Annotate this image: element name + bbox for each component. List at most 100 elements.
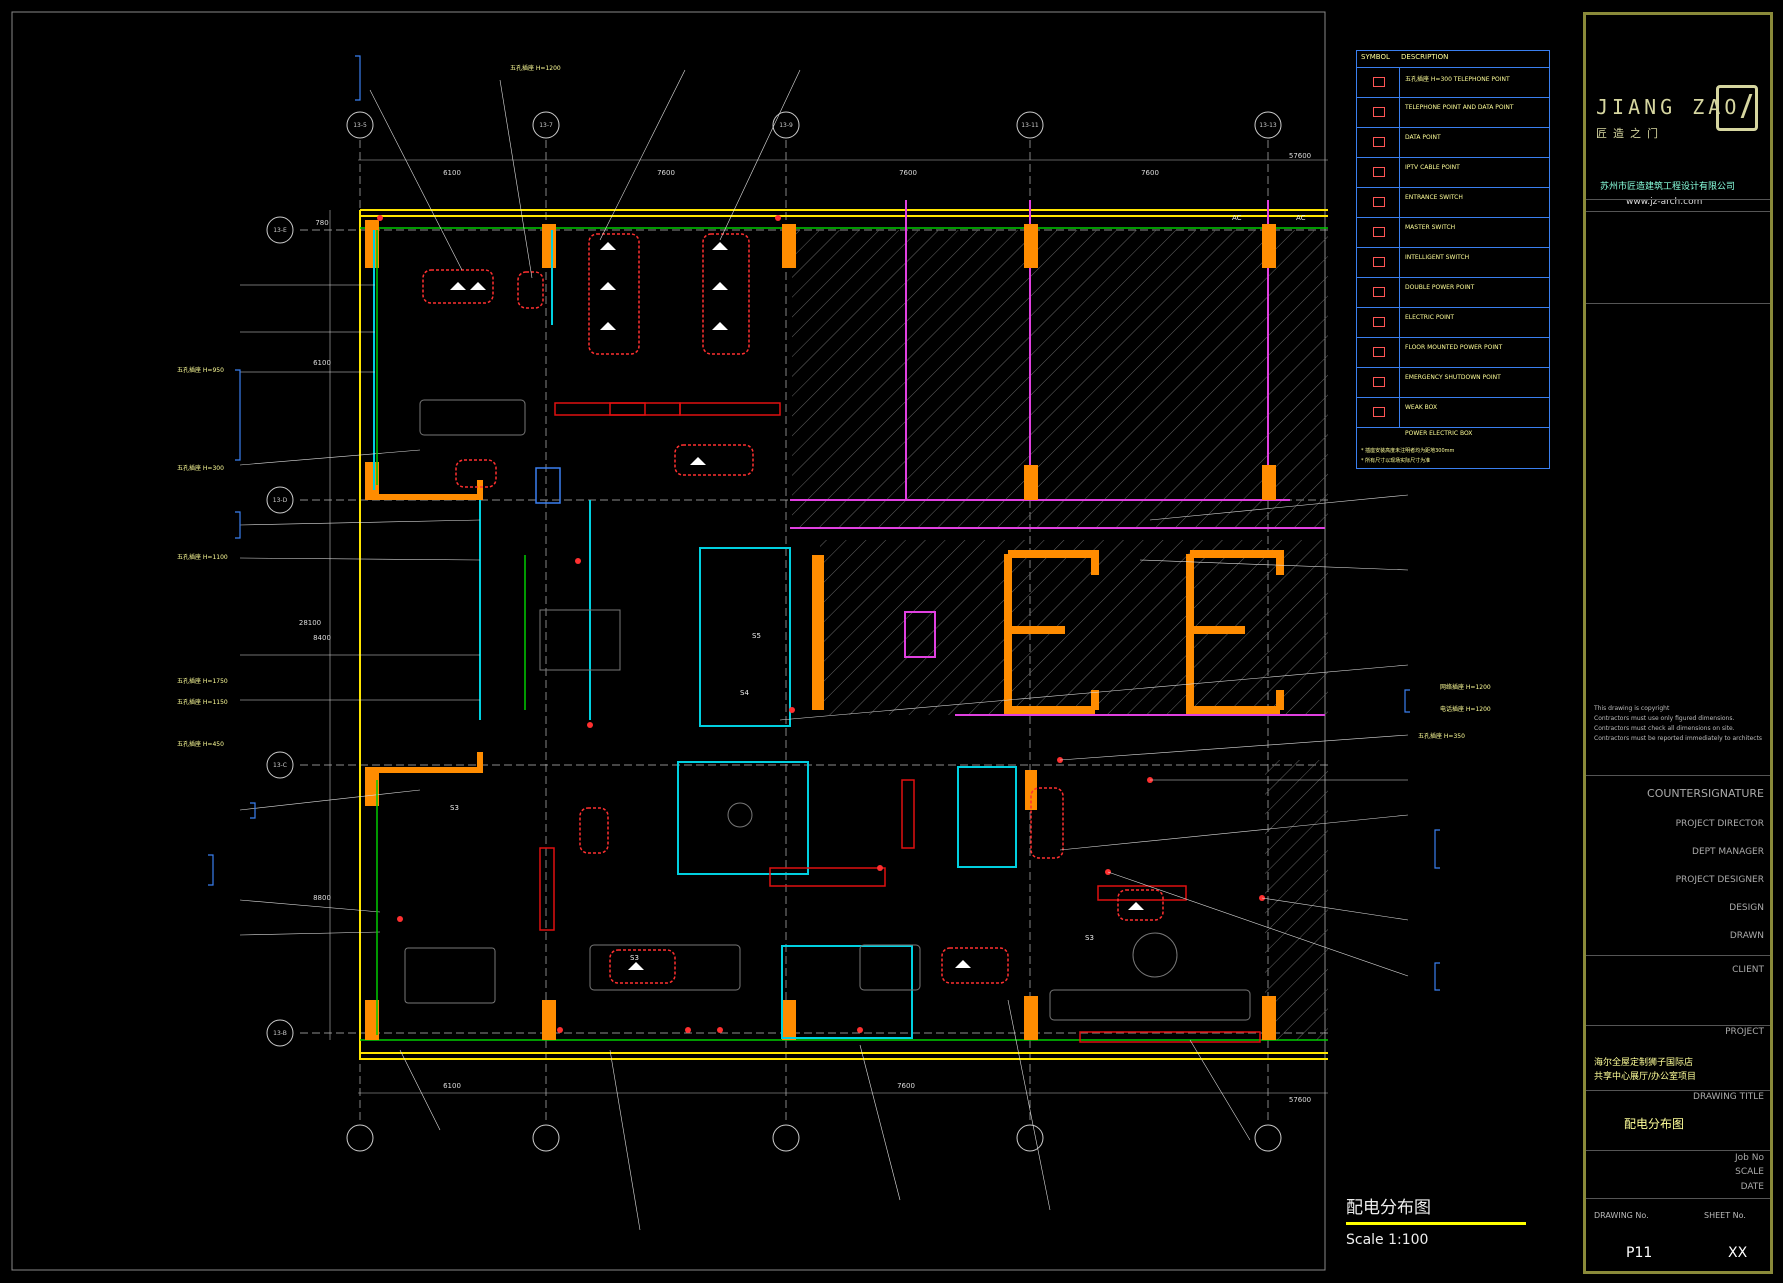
job-no-label: Job No	[1735, 1153, 1764, 1163]
dimension-text: 57600	[1289, 152, 1311, 160]
furniture	[404, 399, 1251, 1021]
grid-bubble-13-11	[1016, 111, 1044, 139]
sheet-no-label: SHEET No.	[1704, 1211, 1746, 1220]
dimension-text: 6100	[443, 1082, 461, 1090]
legend-text: IPTV CABLE POINT	[1405, 164, 1460, 171]
legend-text: DATA POINT	[1405, 134, 1441, 141]
legend-text: TELEPHONE POINT AND DATA POINT	[1405, 104, 1514, 111]
annotation: 网络插座 H=1200	[1440, 683, 1491, 691]
room-label: S3	[630, 954, 639, 962]
legend-row: WEAK BOX	[1357, 397, 1549, 428]
grid-label: 13-B	[273, 1030, 287, 1037]
scale-label: SCALE	[1735, 1167, 1764, 1177]
grid-label: 13-9	[779, 122, 793, 129]
role-label: PROJECT DIRECTOR	[1675, 819, 1764, 829]
legend-text: POWER ELECTRIC BOX	[1405, 430, 1473, 437]
annotation: 五孔插座 H=1100	[177, 553, 228, 561]
grid-bubble-13-9	[772, 111, 800, 139]
grid-bubble-13-d	[266, 486, 294, 514]
annotation-brackets	[208, 55, 1440, 991]
grid-bubble-bottom-4	[1016, 1124, 1044, 1152]
legend-row: DATA POINT	[1357, 127, 1549, 158]
dimension-text: 57600	[1289, 1096, 1311, 1104]
grid-bubble-13-13	[1254, 111, 1282, 139]
grid-label: 13-13	[1259, 122, 1277, 129]
grid-bubble-13-e	[266, 216, 294, 244]
legend-header-symbol: SYMBOL	[1361, 53, 1390, 61]
equipment-label: AC	[1232, 214, 1242, 222]
green-walls	[376, 230, 526, 1035]
grid-bubble-bottom-3	[772, 1124, 800, 1152]
socket-groups	[422, 233, 1164, 984]
socket-symbols	[450, 242, 1144, 970]
company-logo: JIANG ZAO	[1596, 95, 1741, 119]
drawing-no-label: DRAWING No.	[1594, 1211, 1649, 1220]
legend-row: FLOOR MOUNTED POWER POINT	[1357, 337, 1549, 368]
grid-label: 13-E	[273, 227, 287, 234]
equipment-label: AC	[1296, 214, 1306, 222]
role-label: PROJECT DESIGNER	[1675, 875, 1764, 885]
sheet-number: XX	[1728, 1245, 1748, 1261]
legend-text: ENTRANCE SWITCH	[1405, 194, 1463, 201]
grid-label: 13-D	[273, 497, 288, 504]
legend-row: ENTRANCE SWITCH	[1357, 187, 1549, 218]
logo-mark-icon	[1716, 85, 1758, 131]
drawing-scale: Scale 1:100	[1346, 1232, 1429, 1248]
project-name: 海尔全屋定制狮子国际店	[1594, 1058, 1694, 1068]
room-label: S3	[1085, 934, 1094, 942]
interior-walls	[365, 480, 483, 773]
grid-bubble-13-b	[266, 1019, 294, 1047]
dimension-text: 7600	[899, 169, 917, 177]
dimension-lines	[329, 159, 1328, 1094]
title-underline	[1346, 1222, 1526, 1225]
grid-label: 13-C	[273, 762, 287, 769]
date-label: DATE	[1740, 1182, 1764, 1192]
annotation: 五孔插座 H=1750	[177, 677, 228, 685]
dimension-text: 8800	[313, 894, 331, 902]
dimension-text: 6100	[443, 169, 461, 177]
grid-bubble-bottom-1	[346, 1124, 374, 1152]
legend-text: FLOOR MOUNTED POWER POINT	[1405, 344, 1503, 351]
project-label: PROJECT	[1725, 1027, 1764, 1037]
role-label: DEPT MANAGER	[1692, 847, 1764, 857]
legend-row: EMERGENCY SHUTDOWN POINT	[1357, 367, 1549, 398]
legend-row: 五孔插座 H=300 TELEPHONE POINT	[1357, 67, 1549, 98]
role-label: DRAWN	[1729, 931, 1764, 941]
dimension-text: 7600	[897, 1082, 915, 1090]
legend-row: INTELLIGENT SWITCH	[1357, 247, 1549, 278]
grid-label: 13-5	[353, 122, 367, 129]
red-partitions	[539, 402, 1261, 1043]
legend-text: MASTER SWITCH	[1405, 224, 1456, 231]
cyan-walls	[373, 230, 1017, 1039]
dimension-text: 7600	[1141, 169, 1159, 177]
legend-text: INTELLIGENT SWITCH	[1405, 254, 1470, 261]
drawing-title-label: DRAWING TITLE	[1693, 1092, 1764, 1102]
exterior-walls	[359, 209, 1328, 1060]
legend-header: SYMBOL DESCRIPTION	[1361, 53, 1448, 61]
annotation: 电话插座 H=1200	[1440, 705, 1491, 713]
annotation: 五孔插座 H=350	[1418, 732, 1465, 740]
dimension-text: 28100	[299, 619, 321, 627]
legend-row: TELEPHONE POINT AND DATA POINT	[1357, 97, 1549, 128]
columns	[365, 220, 1276, 1040]
legend-row: POWER ELECTRIC BOX	[1357, 427, 1549, 444]
dimension-text: 780	[315, 219, 328, 227]
dimension-text: 8400	[313, 634, 331, 642]
room-label: S5	[752, 632, 761, 640]
role-label: DESIGN	[1729, 903, 1764, 913]
company-name: 苏州市匠造建筑工程设计有限公司	[1600, 182, 1736, 192]
dimension-text: 7600	[657, 169, 675, 177]
note: Contractors must check all dimensions on…	[1594, 725, 1735, 732]
grid-label: 13-7	[539, 122, 553, 129]
legend-row: DOUBLE POWER POINT	[1357, 277, 1549, 308]
legend-text: ELECTRIC POINT	[1405, 314, 1455, 321]
logo-subtitle: 匠造之门	[1596, 127, 1664, 140]
legend-row: MASTER SWITCH	[1357, 217, 1549, 248]
annotation: 五孔插座 H=450	[177, 740, 224, 748]
note: This drawing is copyright	[1594, 705, 1670, 712]
annotation: 五孔插座 H=1150	[177, 698, 228, 706]
drawing-number: P11	[1626, 1245, 1653, 1261]
annotation: 五孔插座 H=950	[177, 366, 224, 374]
title-block: JIANG ZAO 匠造之门 苏州市匠造建筑工程设计有限公司 www.jz-ar…	[1583, 12, 1773, 1274]
